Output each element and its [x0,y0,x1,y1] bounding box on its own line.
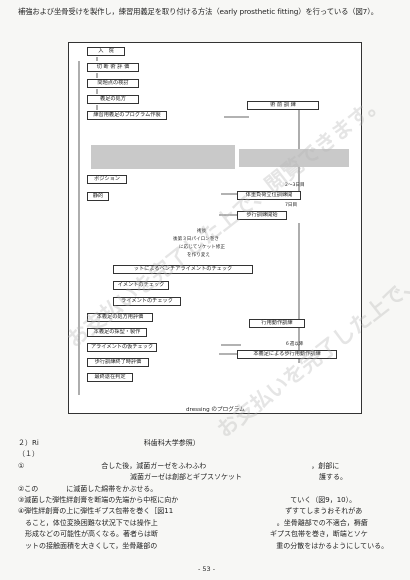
redacted-region [91,145,235,169]
body-text: ２）Ri 科歯科大学参照） （１） ① 合した後，減菌ガーゼをふわふわ ，創部に… [18,438,400,552]
flow-box-gait-end-evaluation: 歩行訓練終了時評価 [87,358,149,367]
body-line: 滅菌ガーゼは創部とギプスソケット 護する。 [18,473,347,482]
body-line: ②この に滅菌した綿帯をかぶせる。 [18,484,158,493]
flow-box-admission: 入 院 [87,47,125,56]
flow-box-alignment-precheck: アライメントの仮チェック [87,343,157,352]
flow-box-gait-training: 歩行訓練開始 [237,211,287,220]
flow-box-positioning: ポジション [87,175,127,184]
flow-box-final-prescription: 本義足の処方用評価 [87,313,153,322]
flow-box-amputation-evaluation: 切 断 術 評 価 [87,63,139,72]
flow-box-training-program: 練習用義足のプログラム作製 [87,111,167,120]
note-postop: 術後 [197,229,207,234]
body-line: （１） [18,450,39,459]
body-line: ① 合した後，減菌ガーゼをふわふわ ，創部に [18,461,340,470]
body-line: ③滅菌した弾性絆創膏を断端の先端から中枢に向か ていく（図9，10）。 [18,496,357,505]
flow-box-discharge: 最終退在判定 [87,373,133,382]
flow-box-problem-review: 問題点の検討 [87,79,139,88]
flowchart: 入 院 切 断 術 評 価 問題点の検討 義足の処方 練習用義足のプログラム作製… [68,42,362,414]
flow-box-alignment-check-2: ライメントのチェック [113,297,181,306]
note-day-7: 7日目 [285,203,298,208]
figure-caption: dressing のプログラム [186,407,245,413]
intro-paragraph: 補強および坐骨受けを製作し，練習用義足を取り付ける方法（early prosth… [18,7,378,16]
flow-box-activity-training: 行用動作訓練 [249,319,305,328]
flow-box-preop-training: 術 前 訓 練 [247,101,319,110]
body-line: 形成などの可能性が高くなる。著者らは断 ギプス包帯を巻き，断端とソケ [18,530,368,539]
flow-box-alignment-check-1: イメントのチェック [113,281,169,290]
flow-box-casting: 本義足の採型・製作 [87,328,147,337]
flow-box-bench-alignment: ットによるベンチアライメントのチェック [113,265,253,274]
flow-box-final-gait-training: 本義足による歩行用動作訓練 [237,350,337,359]
redacted-region-right [239,149,349,167]
body-line: ２）Ri 科歯科大学参照） [18,439,200,447]
note-week-6: ６週以降 [285,342,304,347]
note-socket-fix: に応じてソケット修正 [179,245,225,250]
body-line: ること，体位変換困難な状況下では操作上 。坐骨離部での不適合，褥瘡 [18,518,368,527]
flow-box-static: 静的 [87,192,109,201]
note-day-2-3: 2〜3日目 [285,183,305,188]
note-remake: を作り変え [187,253,210,258]
flow-box-weight-bearing: 体重負荷立位訓練開 [237,191,301,200]
flow-box-prosthesis-prescription: 義足の処方 [87,95,139,104]
body-line: ットの接触面積を大きくして，坐骨離部の 重の分散をはかるようにしている。 [18,541,389,550]
body-line: ④弾性絆創膏の上に弾性ギプス包帯を巻く［図11 ずすてしまうおそれがあ [18,507,363,516]
page-number: - 53 - [198,565,216,573]
note-pylon: 後第３日パイロン巻き [173,237,219,242]
